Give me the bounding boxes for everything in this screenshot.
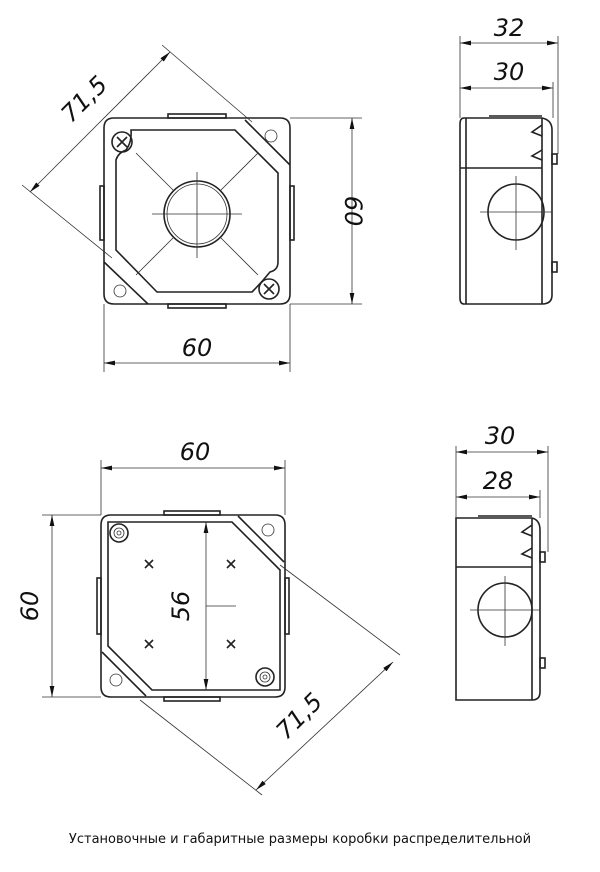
top-height-dimension: 60 — [339, 196, 367, 227]
top-width-dimension: 60 — [182, 334, 213, 362]
bottom-height-dimension: 60 — [16, 591, 44, 622]
bottom-front-view — [42, 460, 401, 796]
bottom-side-view — [455, 446, 549, 701]
screw-icon — [258, 278, 280, 300]
bottom-side-body-depth: 28 — [483, 467, 514, 495]
top-side-overall-depth: 32 — [494, 14, 525, 42]
caption: Установочные и габаритные размеры коробк… — [68, 832, 532, 847]
bottom-width-dimension: 60 — [180, 438, 211, 466]
top-front-view — [21, 44, 362, 372]
bottom-side-overall-depth: 30 — [485, 422, 516, 450]
top-diagonal-dimension: 71,5 — [56, 71, 114, 129]
top-side-view — [459, 36, 559, 305]
top-side-body-depth: 30 — [494, 58, 525, 86]
inner-dimension: 56 — [167, 591, 195, 622]
